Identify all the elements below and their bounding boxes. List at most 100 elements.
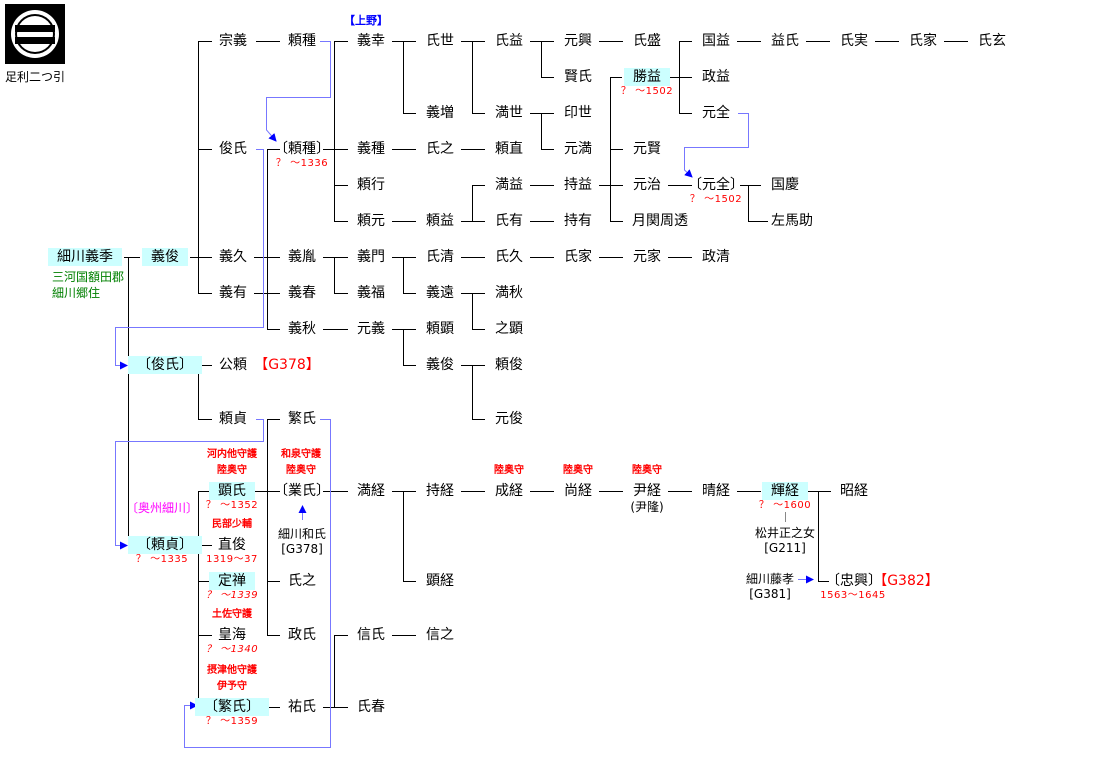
person-node: 元俊: [495, 411, 523, 427]
person-node: 氏家: [909, 33, 937, 49]
lifespan-label: ？ ～1600: [758, 500, 812, 511]
person-node: 頼直: [495, 141, 523, 157]
person-node: 氏実: [840, 33, 868, 49]
person-node: 頼貞: [219, 411, 247, 427]
person-node: 〔俊氏〕: [128, 356, 202, 374]
person-node: 政氏: [288, 627, 316, 643]
person-node: 〔忠興〕: [826, 573, 882, 589]
adoption-arrow: [266, 41, 331, 142]
person-node: 信氏: [357, 627, 385, 643]
person-node: 満秋: [495, 285, 523, 301]
genealogy-reference: 【G378】: [254, 357, 320, 373]
person-node: 義久: [219, 249, 247, 265]
lifespan-label: ？ ～1340: [205, 644, 259, 655]
person-node: 繁氏: [288, 411, 316, 427]
lifespan-label: ？ ～1502: [620, 86, 674, 97]
person-node: 元家: [633, 249, 661, 265]
person-node: 頼益: [426, 213, 454, 229]
note-label: [G378]: [281, 542, 323, 556]
person-node: 国益: [702, 33, 730, 49]
person-node: 氏家: [564, 249, 592, 265]
genealogy-reference: 【G382】: [873, 573, 939, 589]
person-node: 持益: [564, 177, 592, 193]
person-node: 義春: [288, 285, 316, 301]
person-node: 〔頼貞〕: [128, 536, 202, 554]
lifespan-label: ？ ～1352: [205, 500, 259, 511]
note-label: 細川藤孝: [745, 572, 795, 586]
person-node: 氏久: [495, 249, 523, 265]
residence-note: 三河国額田郡: [52, 270, 125, 284]
adoption-arrow: [115, 419, 264, 550]
person-node: 定禅: [209, 572, 255, 590]
person-node: 頼元: [357, 213, 385, 229]
person-node: 輝経: [762, 482, 808, 500]
person-node: 顕氏: [209, 482, 255, 500]
lifespan-label: 1319～37: [206, 554, 258, 565]
person-node: 〔頼種〕: [274, 141, 330, 157]
person-node: 氏有: [495, 213, 523, 229]
person-node: 義遠: [426, 285, 454, 301]
office-title: 陸奥守: [632, 465, 662, 476]
person-node: 頼顕: [426, 321, 454, 337]
person-node: 頼種: [288, 33, 316, 49]
office-title: 土佐守護: [212, 609, 252, 620]
person-node: 益氏: [771, 33, 799, 49]
person-node: 氏世: [426, 33, 454, 49]
office-title: 陸奥守: [563, 465, 593, 476]
person-node: 義門: [357, 249, 385, 265]
person-node: 氏春: [357, 699, 385, 715]
note-label: 松井正之女: [754, 526, 816, 540]
note-label: [G381]: [749, 587, 791, 601]
office-title: 河内他守護: [207, 449, 257, 460]
person-node: 氏之: [288, 573, 316, 589]
person-node: 〔業氏〕: [274, 483, 330, 499]
person-node: 直俊: [218, 537, 246, 553]
person-node: 政清: [702, 249, 730, 265]
note-label: (尹隆): [630, 500, 664, 514]
person-node: 元興: [564, 33, 592, 49]
person-node: 祐氏: [288, 699, 316, 715]
person-node: 尹経: [633, 483, 661, 499]
ashikaga-futatsubiki-crest-icon: [5, 4, 65, 64]
person-node: 尚経: [564, 483, 592, 499]
lifespan-label: ？ ～1502: [689, 194, 743, 205]
person-node: 勝益: [624, 68, 670, 86]
person-node: 持有: [564, 213, 592, 229]
lifespan-label: ？ ～1339: [205, 590, 259, 601]
person-node: 印世: [564, 105, 592, 121]
person-node: 晴経: [702, 483, 730, 499]
branch-label: 【上野】: [344, 14, 388, 27]
office-title: 伊予守: [217, 681, 247, 692]
person-node: 頼俊: [495, 357, 523, 373]
person-node: 満益: [495, 177, 523, 193]
person-node: 俊氏: [219, 141, 247, 157]
lifespan-label: ？ ～1336: [275, 158, 329, 169]
adoption-arrow: [684, 113, 749, 178]
person-node: 義増: [426, 105, 454, 121]
note-label: [G211]: [764, 541, 806, 555]
person-node: 皇海: [218, 627, 246, 643]
person-node: 氏之: [426, 141, 454, 157]
person-node: 義胤: [288, 249, 316, 265]
person-node: 持経: [426, 483, 454, 499]
office-title: 和泉守護: [281, 449, 321, 460]
person-node: 満世: [495, 105, 523, 121]
branch-label: 〔奥州細川〕: [125, 501, 199, 515]
person-node: 元治: [633, 177, 661, 193]
office-title: 摂津他守護: [207, 665, 257, 676]
person-node: 氏清: [426, 249, 454, 265]
person-node: 細川義季: [48, 248, 122, 266]
person-node: 満経: [357, 483, 385, 499]
person-node: 義俊: [426, 357, 454, 373]
person-node: 頼行: [357, 177, 385, 193]
person-node: 氏玄: [978, 33, 1006, 49]
office-title: 陸奥守: [217, 465, 247, 476]
person-node: 宗義: [219, 33, 247, 49]
adoption-arrow: [115, 149, 264, 370]
person-node: 月関周透: [632, 213, 688, 229]
crest-label: 足利二つ引: [5, 70, 66, 84]
person-node: 成経: [495, 483, 523, 499]
person-node: 左馬助: [771, 213, 813, 229]
person-node: 〔繁氏〕: [195, 698, 269, 716]
